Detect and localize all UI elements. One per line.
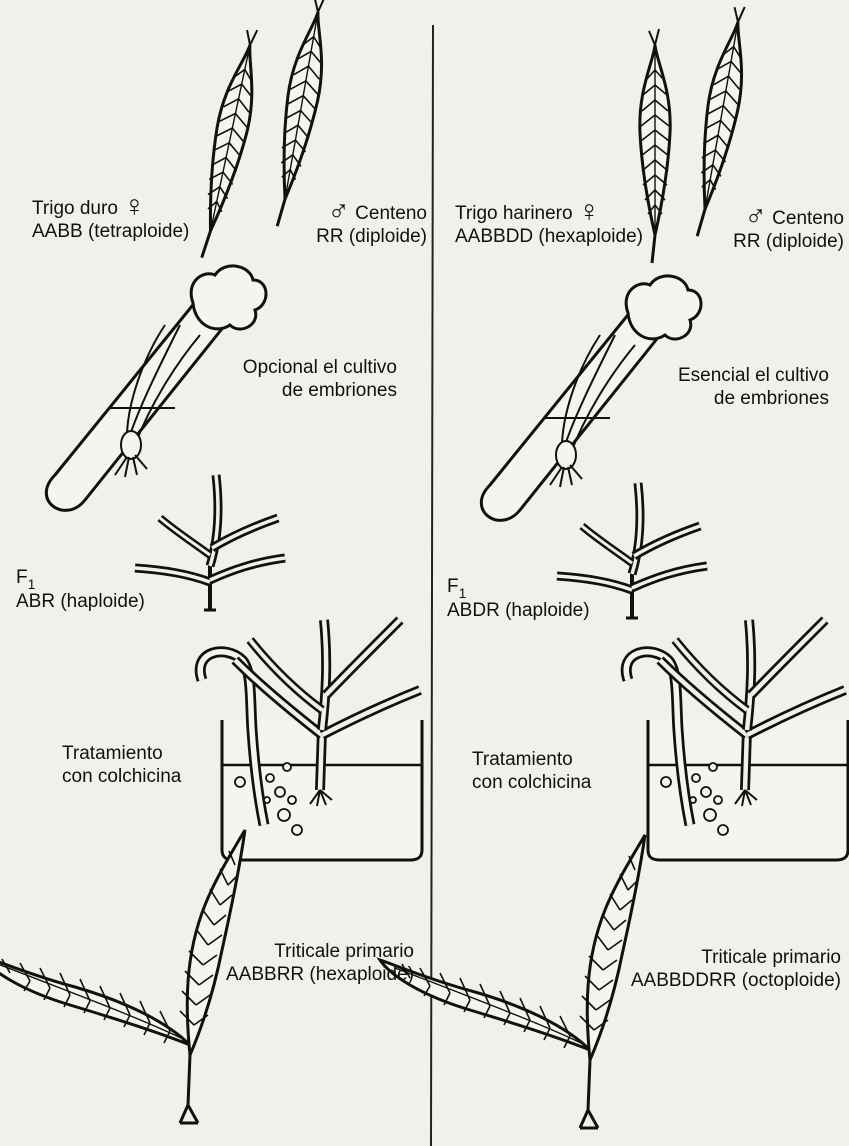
female-symbol-icon: ♀ xyxy=(123,190,146,223)
left-female-genome: AABB (tetraploide) xyxy=(32,221,189,242)
colchicine-beaker-icon xyxy=(200,652,422,860)
right-female-parent: Trigo harinero ♀ AABBDD (hexaploide) xyxy=(455,200,643,248)
left-culture-note: Opcional el cultivo de embriones xyxy=(243,356,397,402)
octoploid-triticale-spike-icon xyxy=(380,835,645,1128)
embryo-culture-tube-icon xyxy=(46,266,266,510)
left-male-name: Centeno xyxy=(355,203,427,224)
right-male-name: Centeno xyxy=(772,208,844,229)
right-f1-label: F1 ABDR (haploide) xyxy=(447,575,590,622)
left-f1-label: F1 ABR (haploide) xyxy=(16,566,145,613)
right-treatment-label: Tratamiento con colchicina xyxy=(472,748,591,794)
f1-seedling-icon xyxy=(135,475,285,610)
female-symbol-icon-right: ♀ xyxy=(578,195,601,228)
male-symbol-icon: ♂ xyxy=(327,195,350,228)
durum-wheat-spike-icon xyxy=(190,26,268,261)
left-male-parent: ♂ Centeno RR (diploide) xyxy=(316,200,427,248)
left-f1-genome: ABR (haploide) xyxy=(16,591,145,612)
bread-wheat-spike-icon xyxy=(640,29,670,263)
right-female-name: Trigo harinero xyxy=(455,203,573,224)
colchicine-beaker-icon-right xyxy=(626,652,848,860)
right-culture-note: Esencial el cultivo de embriones xyxy=(678,364,829,410)
right-result-label: Triticale primario AABBDDRR (octoploide) xyxy=(631,946,841,992)
rye-spike-icon xyxy=(265,0,336,229)
right-male-parent: ♂ Centeno RR (diploide) xyxy=(733,205,844,253)
left-female-parent: Trigo duro ♀ AABB (tetraploide) xyxy=(32,195,189,243)
right-female-genome: AABBDD (hexaploide) xyxy=(455,226,643,247)
right-f1-genome: ABDR (haploide) xyxy=(447,600,590,621)
right-male-genome: RR (diploide) xyxy=(733,231,844,252)
left-result-label: Triticale primario AABBRR (hexaploide) xyxy=(226,940,414,986)
male-symbol-icon-right: ♂ xyxy=(744,200,767,233)
embryo-culture-tube-icon-right xyxy=(481,276,701,520)
left-male-genome: RR (diploide) xyxy=(316,226,427,247)
hexaploid-triticale-spike-icon xyxy=(0,830,245,1123)
left-treatment-label: Tratamiento con colchicina xyxy=(62,742,181,788)
left-female-name: Trigo duro xyxy=(32,198,118,219)
